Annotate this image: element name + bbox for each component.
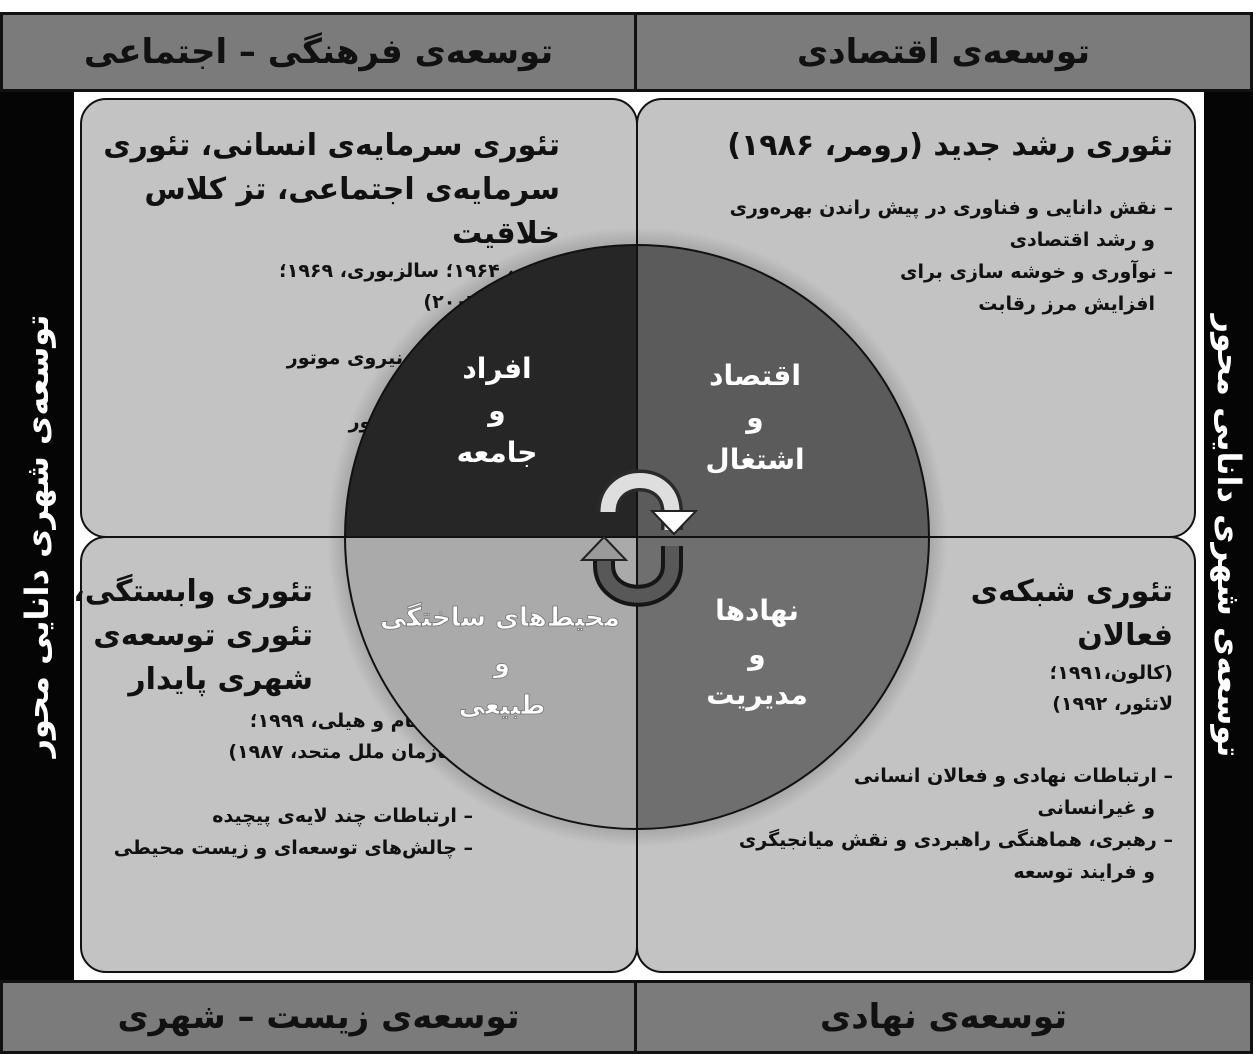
economic-bullet-1-cont: و رشد اقتصادی bbox=[1009, 229, 1155, 251]
header-environmental-urban-text: توسعه‌ی زیست – شهری bbox=[117, 997, 520, 1037]
institutional-theory-title-1: تئوری شبکه‌ی bbox=[970, 574, 1173, 609]
quadrant-cultural-social-text: تئوری سرمایه‌ی انسانی، تئوری سرمایه‌ی اج… bbox=[80, 124, 560, 438]
right-side-bar: توسعه‌ی شهری دانایی محور bbox=[1204, 92, 1253, 980]
economic-bullet-2: – نوآوری و خوشه سازی برای bbox=[900, 261, 1173, 283]
cultural-theory-title-1: تئوری سرمایه‌ی انسانی، تئوری bbox=[103, 128, 560, 163]
quadrant-environmental-details: (گراهام و هیلی، ۱۹۹۹؛ سازمان ملل متحد، ۱… bbox=[83, 706, 463, 792]
cultural-theory-title-2: سرمایه‌ی اجتماعی، تز کلاس خلاقیت bbox=[144, 172, 560, 251]
header-cultural-social-text: توسعه‌ی فرهنگی – اجتماعی bbox=[83, 32, 554, 72]
quadrant-economic-text: تئوری رشد جدید (رومر، ۱۹۸۶) – نقش دانایی… bbox=[653, 124, 1173, 320]
quadrant-environmental-bullets: – ارتباطات چند لایه‌ی پیچیده – چالش‌های … bbox=[93, 800, 473, 864]
environmental-bullet-2: – چالش‌های توسعه‌ای و زیست محیطی bbox=[113, 837, 473, 859]
environmental-bullet-1: – ارتباطات چند لایه‌ی پیچیده bbox=[212, 805, 473, 827]
header-environmental-urban: توسعه‌ی زیست – شهری bbox=[0, 980, 637, 1054]
environmental-theory-title-1: تئوری وابستگی، bbox=[73, 574, 313, 609]
header-institutional: توسعه‌ی نهادی bbox=[634, 980, 1253, 1054]
institutional-theory-title-2: فعالان bbox=[1077, 618, 1173, 653]
institutional-bullet-2-cont: و فرایند توسعه bbox=[1013, 861, 1155, 883]
economic-theory-title: تئوری رشد جدید (رومر، ۱۹۸۶) bbox=[727, 128, 1173, 163]
cultural-bullet-1: – افراد به عنوان نیروی موتور bbox=[286, 347, 560, 369]
cultural-bullet-1-cont: اصلی در توسعه bbox=[414, 379, 560, 401]
institutional-bullet-1-cont: و غیرانسانی bbox=[1037, 797, 1155, 819]
cultural-bullet-2: – توسعه‌ی انسان محور bbox=[348, 411, 560, 433]
left-side-label: توسعه‌ی شهری دانایی محور bbox=[18, 314, 56, 758]
environmental-citation-2: سازمان ملل متحد، ۱۹۸۷) bbox=[228, 741, 463, 763]
header-institutional-text: توسعه‌ی نهادی bbox=[820, 997, 1067, 1037]
left-side-bar: توسعه‌ی شهری دانایی محور bbox=[0, 92, 74, 980]
cultural-citation-1: (بیکر، ۱۹۶۴؛ سالزبوری، ۱۹۶۹؛ bbox=[279, 260, 560, 282]
environmental-theory-title-2: تئوری توسعه‌ی bbox=[93, 618, 313, 653]
institutional-citation-1: (کالون،۱۹۹۱؛ bbox=[1049, 662, 1173, 684]
right-side-label: توسعه‌ی شهری دانایی محور bbox=[1210, 314, 1248, 758]
economic-bullet-1: – نقش دانایی و فناوری در پیش راندن بهره‌… bbox=[729, 197, 1173, 219]
header-cultural-social: توسعه‌ی فرهنگی – اجتماعی bbox=[0, 12, 637, 92]
header-economic-text: توسعه‌ی اقتصادی bbox=[797, 32, 1091, 72]
cultural-citation-2: فلوریدا، ۲۰۰۲) bbox=[423, 291, 560, 313]
institutional-citation-2: لاتئور، ۱۹۹۲) bbox=[1052, 693, 1173, 715]
header-economic: توسعه‌ی اقتصادی bbox=[634, 12, 1253, 92]
environmental-citation-1: (گراهام و هیلی، ۱۹۹۹؛ bbox=[249, 710, 463, 732]
institutional-bullet-1: – ارتباطات نهادی و فعالان انسانی bbox=[853, 765, 1173, 787]
quadrant-institutional-text: تئوری شبکه‌ی فعالان (کالون،۱۹۹۱؛ لاتئور،… bbox=[613, 570, 1173, 888]
environmental-theory-title-3: شهری پایدار bbox=[128, 662, 313, 697]
quadrant-environmental-text: تئوری وابستگی، تئوری توسعه‌ی شهری پایدار bbox=[73, 570, 313, 702]
economic-bullet-2-cont: افزایش مرز رقابت bbox=[978, 293, 1155, 315]
institutional-bullet-2: – رهبری، هماهنگی راهبردی و نقش میانجیگری bbox=[738, 829, 1173, 851]
